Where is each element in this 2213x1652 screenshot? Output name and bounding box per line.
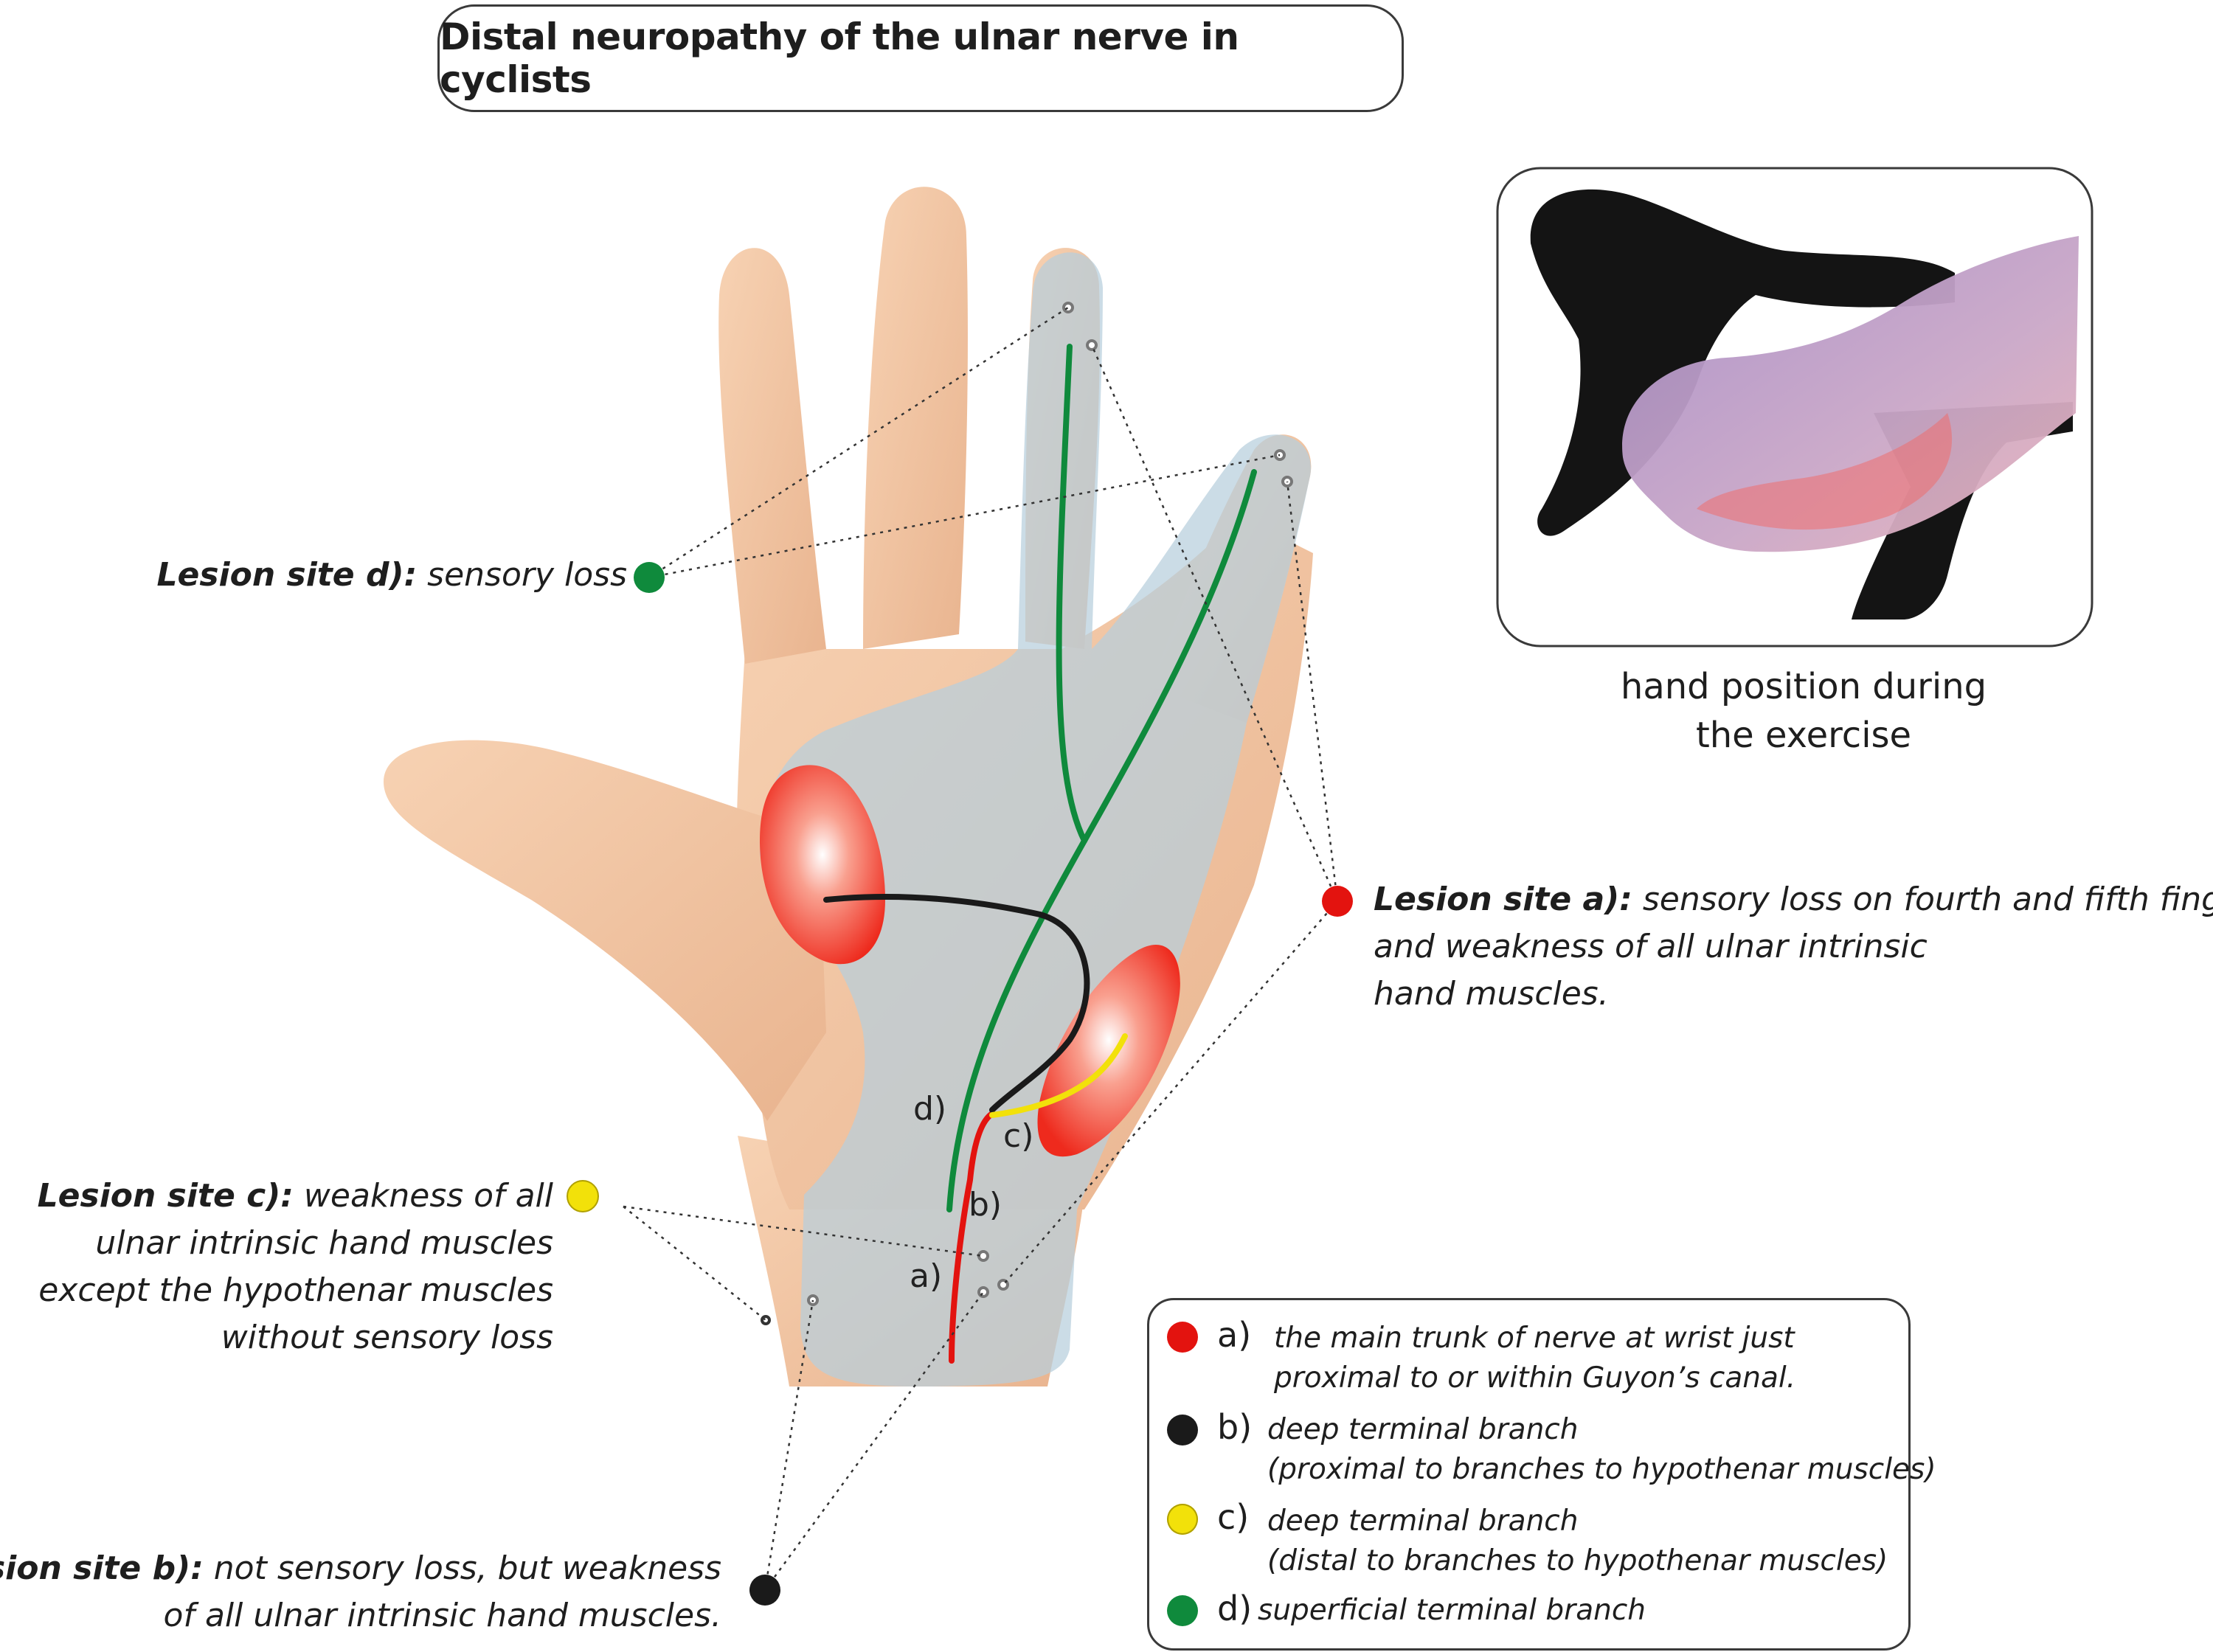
legend-text-b-line1: deep terminal branch <box>1267 1413 1579 1446</box>
ulnar-nerve-branches <box>823 344 1257 1364</box>
lesion-dot-a <box>1322 886 1353 917</box>
lesion-dot-b <box>749 1575 780 1606</box>
lesion-site-d-heading: Lesion site d): <box>156 556 418 594</box>
hand-branch-labels: d) c) b) a) <box>910 1090 1033 1295</box>
legend-text-b-line2: (proximal to branches to hypothenar musc… <box>1267 1453 1936 1486</box>
inset-caption-line2: the exercise <box>1695 715 1912 756</box>
lesion-site-b-line1: Lesion site b): not sensory loss, but we… <box>0 1545 721 1592</box>
lesion-site-a-line1: Lesion site a): sensory loss on fourth a… <box>1374 876 2213 923</box>
lesion-target-markers <box>761 302 1293 1325</box>
legend-letter-b: b) <box>1217 1407 1253 1447</box>
target-marker <box>1086 339 1098 351</box>
thenar-muscle-highlight <box>760 765 885 965</box>
hypothenar-muscle-highlight <box>1037 945 1180 1157</box>
hand-label-c: c) <box>1003 1117 1033 1155</box>
lesion-site-a-text-line1: sensory loss on fourth and fifth fingers <box>1632 881 2213 918</box>
lesion-site-b-label: Lesion site b): not sensory loss, but we… <box>0 1545 721 1639</box>
hand-label-b: b) <box>969 1186 1002 1224</box>
page-title: Distal neuropathy of the ulnar nerve in … <box>440 15 1239 101</box>
lesion-site-b-heading: Lesion site b): <box>0 1549 204 1587</box>
lesion-site-c-heading: Lesion site c): <box>37 1177 294 1215</box>
legend-text-a-line2: proximal to or within Guyon’s canal. <box>1274 1361 1796 1395</box>
legend-letter-a: a) <box>1217 1315 1252 1355</box>
deep-branch-b <box>823 894 1090 1113</box>
legend-dot-a <box>1167 1322 1198 1353</box>
inset-caption-line1: hand position during <box>1620 666 1987 707</box>
lesion-dot-c <box>567 1180 599 1212</box>
lesion-site-a-label: Lesion site a): sensory loss on fourth a… <box>1374 876 2213 1018</box>
lesion-site-c-text-line1: weakness of all <box>293 1177 553 1215</box>
lesion-site-c-text-line4: without sensory loss <box>221 1319 553 1356</box>
legend-letter-c: c) <box>1217 1497 1250 1537</box>
target-marker <box>1062 302 1074 313</box>
lesion-site-c-line1: Lesion site c): weakness of all <box>38 1173 553 1220</box>
lesion-site-a-text-line3: hand muscles. <box>1374 975 1609 1013</box>
hand-label-a: a) <box>910 1257 942 1295</box>
lesion-site-b-text-line2: of all ulnar intrinsic hand muscles. <box>163 1597 721 1634</box>
target-marker <box>761 1315 771 1325</box>
target-marker <box>977 1250 989 1262</box>
lesion-site-c-label: Lesion site c): weakness of all ulnar in… <box>38 1173 553 1361</box>
index-finger-shape <box>718 248 826 664</box>
target-marker <box>977 1286 989 1298</box>
leader-line-b <box>763 1291 985 1591</box>
inset-photo-hand-position <box>1496 167 2093 648</box>
legend-text-c-line2: (distal to branches to hypothenar muscle… <box>1267 1544 1888 1578</box>
lesion-site-c-text-line2: ulnar intrinsic hand muscles <box>95 1224 553 1262</box>
lesion-site-c-text-line3: except the hypothenar muscles <box>38 1271 553 1309</box>
lesion-site-d-text: sensory loss <box>417 556 627 594</box>
inset-caption: hand position during the exercise <box>1564 662 2043 760</box>
lesion-site-d-line: Lesion site d): sensory loss <box>156 552 627 599</box>
legend-dot-d <box>1167 1595 1198 1626</box>
hypothenar-pressure-area <box>1697 413 1953 530</box>
legend-text-c-line1: deep terminal branch <box>1267 1504 1579 1538</box>
legend-dot-b <box>1167 1415 1198 1446</box>
main-trunk-a <box>949 1111 995 1364</box>
title-box: Distal neuropathy of the ulnar nerve in … <box>437 4 1404 112</box>
legend-box <box>1147 1298 1911 1651</box>
legend-letter-d: d) <box>1217 1589 1253 1628</box>
lesion-site-d-label: Lesion site d): sensory loss <box>156 552 627 599</box>
legend-text-a-line1: the main trunk of nerve at wrist just <box>1274 1322 1795 1355</box>
leader-line-c <box>623 1205 984 1321</box>
lesion-site-b-text-line1: not sensory loss, but weakness <box>203 1549 721 1587</box>
ulnar-territory-overlay <box>760 252 1312 1386</box>
leader-line-a <box>1002 344 1339 1285</box>
lesion-site-a-text-line2: and weakness of all ulnar intrinsic <box>1374 928 1928 965</box>
cyclist-hand-shape <box>1622 236 2079 552</box>
middle-finger-shape <box>863 187 968 650</box>
leader-line-d <box>648 306 1281 579</box>
lesion-dot-d <box>634 562 665 593</box>
thumb-shape <box>384 740 826 1121</box>
leader-lines <box>623 306 1339 1591</box>
hand-label-d: d) <box>913 1090 946 1128</box>
lesion-site-a-heading: Lesion site a): <box>1374 881 1632 918</box>
deep-branch-c <box>989 1033 1128 1118</box>
legend-dot-c <box>1167 1504 1198 1535</box>
legend-text-d-line1: superficial terminal branch <box>1258 1594 1646 1627</box>
superficial-branch-d-to-ring-finger <box>1056 344 1087 844</box>
